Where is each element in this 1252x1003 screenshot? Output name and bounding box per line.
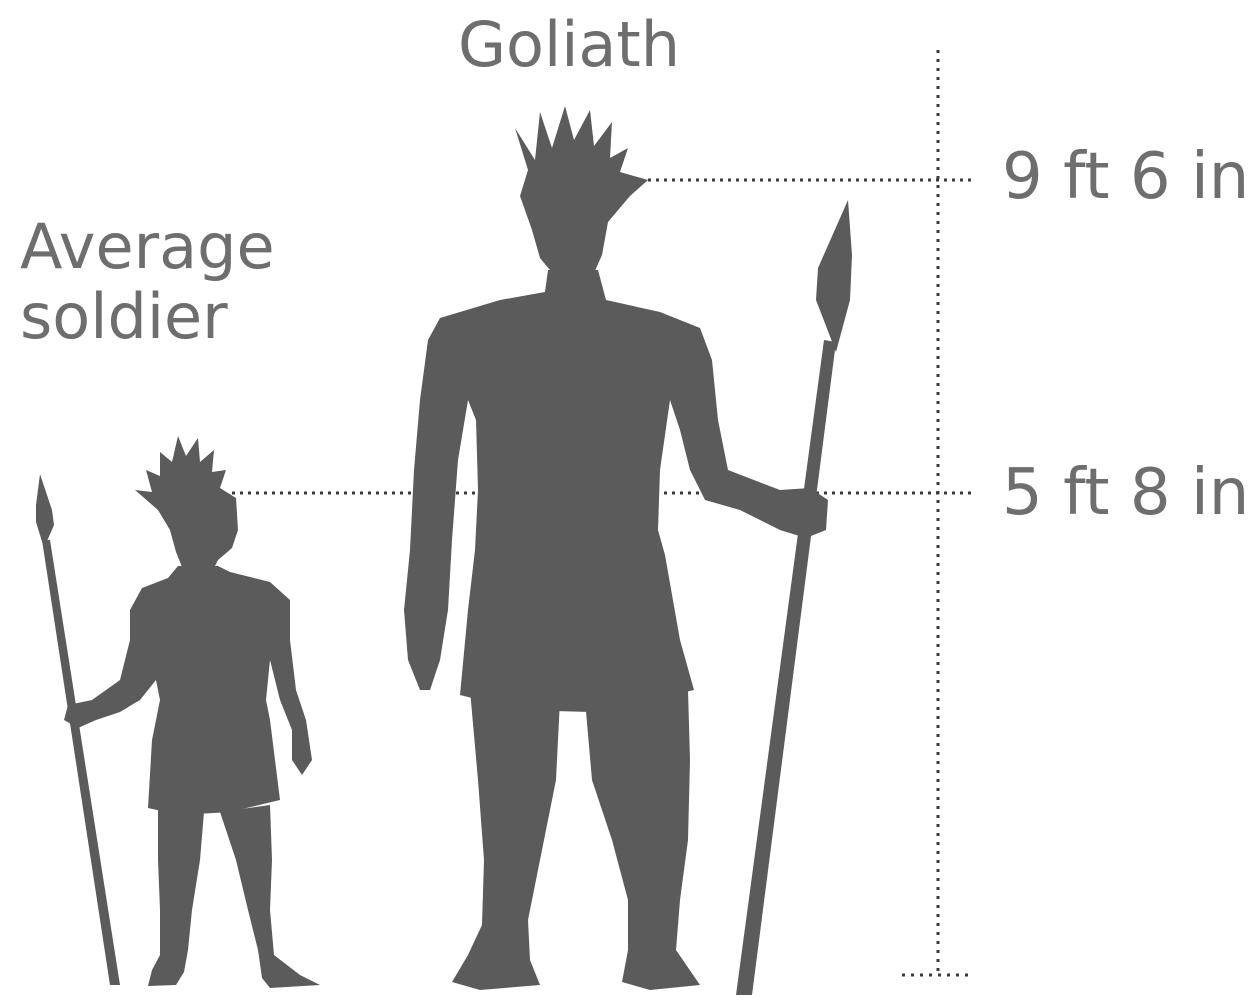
goliath-label: Goliath [458,10,680,80]
soldier-label-line-2: soldier [20,282,320,352]
goliath-spear [736,200,852,995]
soldier-spear [36,474,120,985]
soldier-height-label: 5 ft 8 in [1002,456,1249,530]
soldier-label: Average soldier [20,212,320,352]
soldier-label-line-1: Average [20,212,320,282]
goliath-height-label: 9 ft 6 in [1002,140,1249,214]
